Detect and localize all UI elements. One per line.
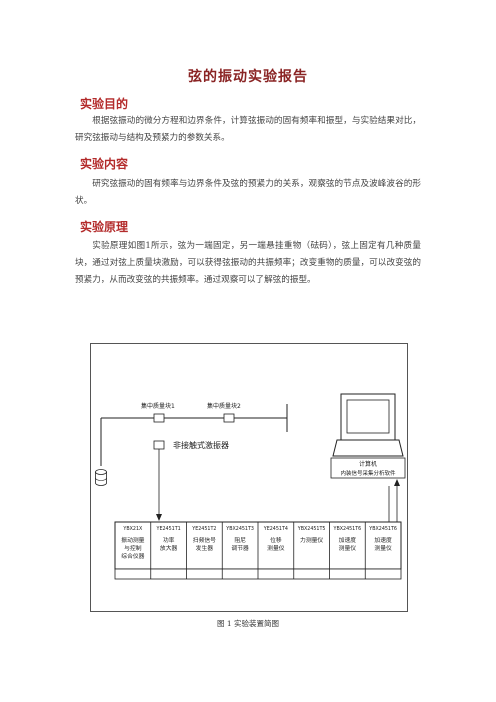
apparatus-diagram-svg: 集中质量块1 集中质量块2 非接触式激振器 计算机 内装信号采集分析软件 YBX… [95, 393, 406, 580]
instrument-model: YBX2451T3 [225, 526, 254, 532]
instrument-label: 位移 [270, 536, 282, 544]
instrument-model: YE2451T1 [156, 526, 181, 532]
instrument-label: 加速度 [339, 536, 357, 544]
instrument-label: 测量仪 [339, 544, 357, 552]
computer-label-line1: 计算机 [359, 460, 377, 468]
instrument-model: YBX2451T6 [368, 526, 397, 532]
instrument-label: 力测量仪 [300, 536, 323, 544]
exciter-arrow [156, 514, 162, 521]
section-heading-purpose: 实验目的 [80, 97, 129, 111]
exciter-block [153, 440, 165, 450]
computer-arrow [394, 479, 400, 486]
mass-block-2 [223, 413, 235, 423]
section-heading-content: 实验内容 [80, 157, 129, 171]
weight-icon [95, 469, 107, 486]
report-title: 弦的振动实验报告 [188, 69, 308, 85]
section-paragraph-purpose: 根据弦振动的微分方程和边界条件，计算弦振动的固有频率和振型，与实验结果对比，研究… [75, 116, 421, 143]
instrument-label: 综合仪器 [121, 552, 144, 560]
instrument-model: YBX2451T6 [333, 526, 362, 532]
mass-block-1-label: 集中质量块1 [141, 402, 175, 410]
instrument-label: 测量仪 [374, 544, 392, 552]
instrument-label: 发生器 [196, 544, 214, 552]
instrument-label: 与控制 [124, 544, 142, 552]
computer-icon [332, 393, 404, 457]
apparatus-diagram: 集中质量块1 集中质量块2 非接触式激振器 计算机 内装信号采集分析软件 YBX… [90, 343, 408, 612]
mass-block-2-label: 集中质量块2 [207, 402, 241, 410]
section-paragraph-content: 研究弦振动的固有频率与边界条件及弦的预紧力的关系，观察弦的节点及波峰波谷的形状。 [75, 179, 421, 206]
instrument-label: 放大器 [160, 544, 178, 552]
instrument-label: 振动测量 [121, 536, 144, 544]
section-heading-principle: 实验原理 [80, 220, 129, 234]
instrument-label: 调节器 [231, 544, 249, 552]
computer-label-box [330, 457, 406, 479]
instrument-label: 扫频信号 [193, 536, 216, 544]
instrument-label: 阻尼 [234, 536, 246, 544]
figure-caption: 图 1 实验装置简图 [216, 619, 280, 628]
exciter-label: 非接触式激振器 [173, 440, 229, 450]
instrument-label: 测量仪 [267, 544, 285, 552]
instrument-label: 功率 [163, 536, 175, 544]
mass-block-1 [153, 413, 165, 423]
instrument-model: YE2451T4 [263, 526, 288, 532]
instrument-label: 加速度 [374, 536, 392, 544]
instrument-model: YE2451T2 [191, 526, 216, 532]
instrument-model: YBX2451T5 [297, 526, 326, 532]
computer-label-line2: 内装信号采集分析软件 [340, 469, 396, 477]
instrument-model: YBX21X [122, 526, 143, 532]
section-paragraph-principle: 实验原理如图1所示，弦为一端固定，另一端悬挂重物（砝码），弦上固定有几种质量块，… [75, 241, 421, 285]
